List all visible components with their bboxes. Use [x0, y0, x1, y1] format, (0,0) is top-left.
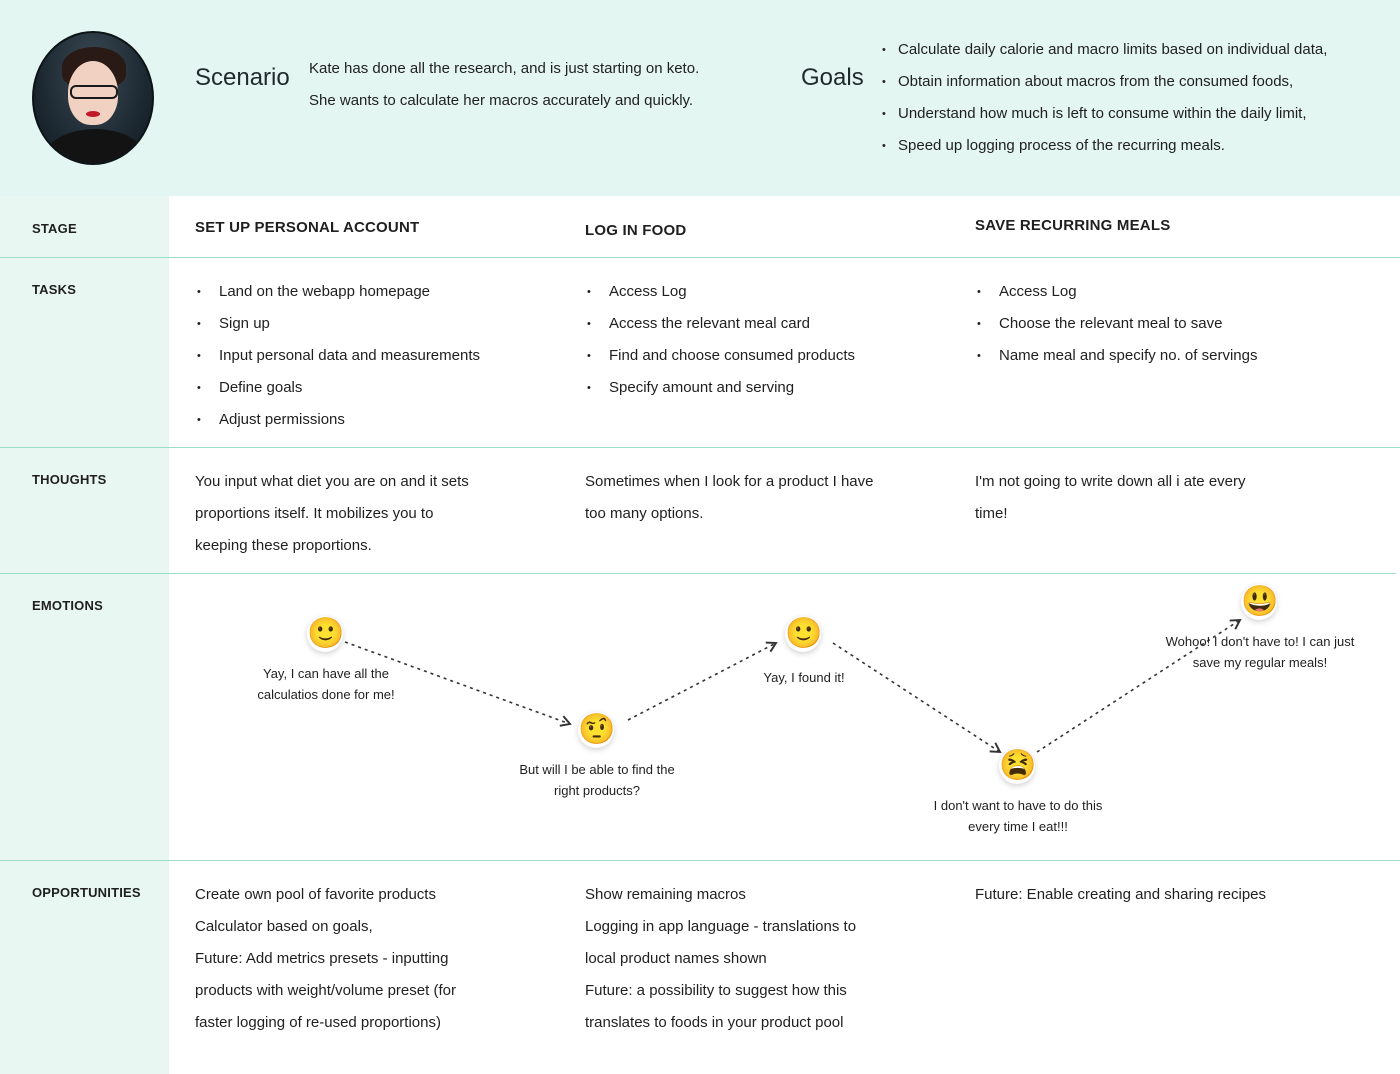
emotion-caption: Yay, I found it!	[714, 667, 894, 688]
thought-line: I'm not going to write down all i ate ev…	[975, 473, 1246, 490]
thought-text: You input what diet you are on and it se…	[195, 466, 469, 562]
emotion-connector	[344, 641, 572, 727]
opportunity-line: Show remaining macros	[585, 886, 746, 903]
scenario-title: Scenario	[195, 64, 290, 91]
opportunity-line: translates to foods in your product pool	[585, 1014, 844, 1031]
task-list: Land on the webapp homepage Sign up Inpu…	[195, 276, 480, 436]
thought-line: You input what diet you are on and it se…	[195, 473, 469, 490]
goals-title: Goals	[801, 64, 864, 91]
opportunity-line: Future: a possibility to suggest how thi…	[585, 982, 847, 999]
goal-item: Speed up logging process of the recurrin…	[880, 130, 1327, 162]
opportunity-line: Future: Add metrics presets - inputting	[195, 950, 449, 967]
emotion-caption: Yay, I can have all the calculatios done…	[226, 663, 426, 705]
divider	[0, 573, 1396, 574]
task-item: Choose the relevant meal to save	[975, 308, 1257, 340]
persona-avatar	[32, 31, 154, 165]
raised-eyebrow-face-icon: 🤨	[578, 712, 616, 748]
task-item: Input personal data and measurements	[195, 340, 480, 372]
thought-line: Sometimes when I look for a product I ha…	[585, 473, 874, 490]
task-list: Access Log Choose the relevant meal to s…	[975, 276, 1257, 372]
goals-list: Calculate daily calorie and macro limits…	[880, 34, 1327, 162]
caption-line: But will I be able to find the	[519, 762, 675, 777]
thought-line: keeping these proportions.	[195, 537, 372, 554]
opportunity-line: Calculator based on goals,	[195, 918, 373, 935]
scenario-line: Kate has done all the research, and is j…	[309, 60, 700, 77]
task-item: Define goals	[195, 372, 480, 404]
task-item: Access Log	[585, 276, 855, 308]
stage-title: SET UP PERSONAL ACCOUNT	[195, 219, 420, 236]
goal-item: Understand how much is left to consume w…	[880, 98, 1327, 130]
emotion-caption: I don't want to have to do this every ti…	[903, 795, 1133, 837]
caption-line: Wohoo! I don't have to! I can just	[1165, 634, 1355, 649]
row-label-tasks: TASKS	[32, 282, 77, 297]
caption-line: Yay, I found it!	[763, 670, 845, 685]
divider	[0, 447, 1400, 448]
stage-title: LOG IN FOOD	[585, 222, 687, 239]
opportunity-list: Future: Enable creating and sharing reci…	[975, 879, 1266, 911]
scenario-line: She wants to calculate her macros accura…	[309, 92, 694, 109]
stage-title: SAVE RECURRING MEALS	[975, 217, 1171, 234]
goal-item: Obtain information about macros from the…	[880, 66, 1327, 98]
caption-line: calculatios done for me!	[257, 687, 395, 702]
divider	[0, 860, 1400, 861]
emotion-caption: But will I be able to find the right pro…	[487, 759, 707, 801]
row-label-emotions: EMOTIONS	[32, 598, 103, 613]
thought-line: proportions itself. It mobilizes you to	[195, 505, 434, 522]
tired-face-icon: 😫	[999, 748, 1037, 784]
row-label-opportunities: OPPORTUNITIES	[32, 885, 141, 900]
slightly-smiling-face-icon: 🙂	[785, 616, 823, 652]
task-item: Access Log	[975, 276, 1257, 308]
task-item: Adjust permissions	[195, 404, 480, 436]
opportunity-list: Show remaining macros Logging in app lan…	[585, 879, 856, 1039]
thought-line: too many options.	[585, 505, 704, 522]
thought-text: I'm not going to write down all i ate ev…	[975, 466, 1246, 530]
goal-item: Calculate daily calorie and macro limits…	[880, 34, 1327, 66]
divider	[0, 257, 1400, 258]
task-item: Specify amount and serving	[585, 372, 855, 404]
slightly-smiling-face-icon: 🙂	[307, 616, 345, 652]
task-item: Access the relevant meal card	[585, 308, 855, 340]
thought-line: time!	[975, 505, 1008, 522]
emotion-caption: Wohoo! I don't have to! I can just save …	[1140, 631, 1380, 673]
opportunity-line: products with weight/volume preset (for	[195, 982, 456, 999]
task-item: Land on the webapp homepage	[195, 276, 480, 308]
task-list: Access Log Access the relevant meal card…	[585, 276, 855, 404]
thought-text: Sometimes when I look for a product I ha…	[585, 466, 873, 530]
emotion-connector	[832, 642, 1002, 754]
grinning-face-icon: 😃	[1241, 584, 1279, 620]
opportunity-line: Create own pool of favorite products	[195, 886, 436, 903]
task-item: Sign up	[195, 308, 480, 340]
scenario-text: Kate has done all the research, and is j…	[309, 53, 699, 117]
caption-line: right products?	[554, 783, 640, 798]
caption-line: I don't want to have to do this	[933, 798, 1103, 813]
task-item: Find and choose consumed products	[585, 340, 855, 372]
row-label-thoughts: THOUGHTS	[32, 472, 107, 487]
row-label-column	[0, 196, 169, 1074]
opportunity-list: Create own pool of favorite products Cal…	[195, 879, 456, 1039]
caption-line: Yay, I can have all the	[263, 666, 389, 681]
caption-line: save my regular meals!	[1192, 655, 1328, 670]
caption-line: every time I eat!!!	[968, 819, 1068, 834]
row-label-stage: STAGE	[32, 221, 77, 236]
opportunity-line: faster logging of re-used proportions)	[195, 1014, 441, 1031]
opportunity-line: local product names shown	[585, 950, 767, 967]
task-item: Name meal and specify no. of servings	[975, 340, 1257, 372]
opportunity-line: Logging in app language - translations t…	[585, 918, 857, 935]
opportunity-line: Future: Enable creating and sharing reci…	[975, 886, 1267, 903]
emotion-connector	[1036, 618, 1242, 753]
